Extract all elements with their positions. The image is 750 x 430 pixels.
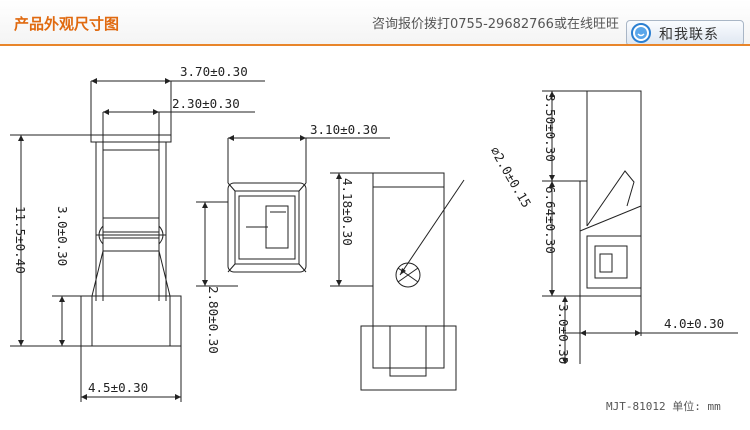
dim-front-total-height: 11.5±0.40 [13,206,28,274]
dim-hole-diameter: ∅2.0±0.15 [487,144,534,210]
dim-front-bottom-width: 4.5±0.30 [88,380,148,395]
chat-icon [631,23,651,43]
dim-front-inner-width: 2.30±0.30 [172,96,240,111]
dim-side-depth: 4.0±0.30 [664,316,724,331]
side-view-outline [579,90,642,364]
dimension-drawing: 3.70±0.30 2.30±0.30 11.5±0.40 3.0±0.30 4… [10,64,738,402]
dim-front-lower-height: 3.0±0.30 [55,206,70,266]
dimension-arrows [18,78,641,400]
page-title: 产品外观尺寸图 [14,15,120,33]
header-divider [0,44,750,46]
dim-side-bottom-height: 3.0±0.30 [556,304,571,364]
contact-us-button[interactable]: 和我联系 [626,20,744,46]
dim-side-mid-height: 6.64±0.30 [543,186,558,254]
contact-us-label: 和我联系 [659,27,719,43]
front-view-outline [80,134,182,347]
dim-side-top-height: 3.50±0.30 [543,94,558,162]
dim-small-width: 3.10±0.30 [310,122,378,137]
dim-mid-height: 4.18±0.30 [340,178,355,246]
dim-front-top-width: 3.70±0.30 [180,64,248,79]
model-unit-note: MJT-81012 单位: mm [606,400,721,413]
contact-info: 咨询报价拨打0755-29682766或在线旺旺 [372,17,619,32]
small-view-outline [227,182,307,273]
dim-small-height: 2.80±0.30 [206,286,221,354]
middle-view-outline [360,172,465,391]
header-bar: 产品外观尺寸图 咨询报价拨打0755-29682766或在线旺旺 和我联系 [0,0,750,46]
